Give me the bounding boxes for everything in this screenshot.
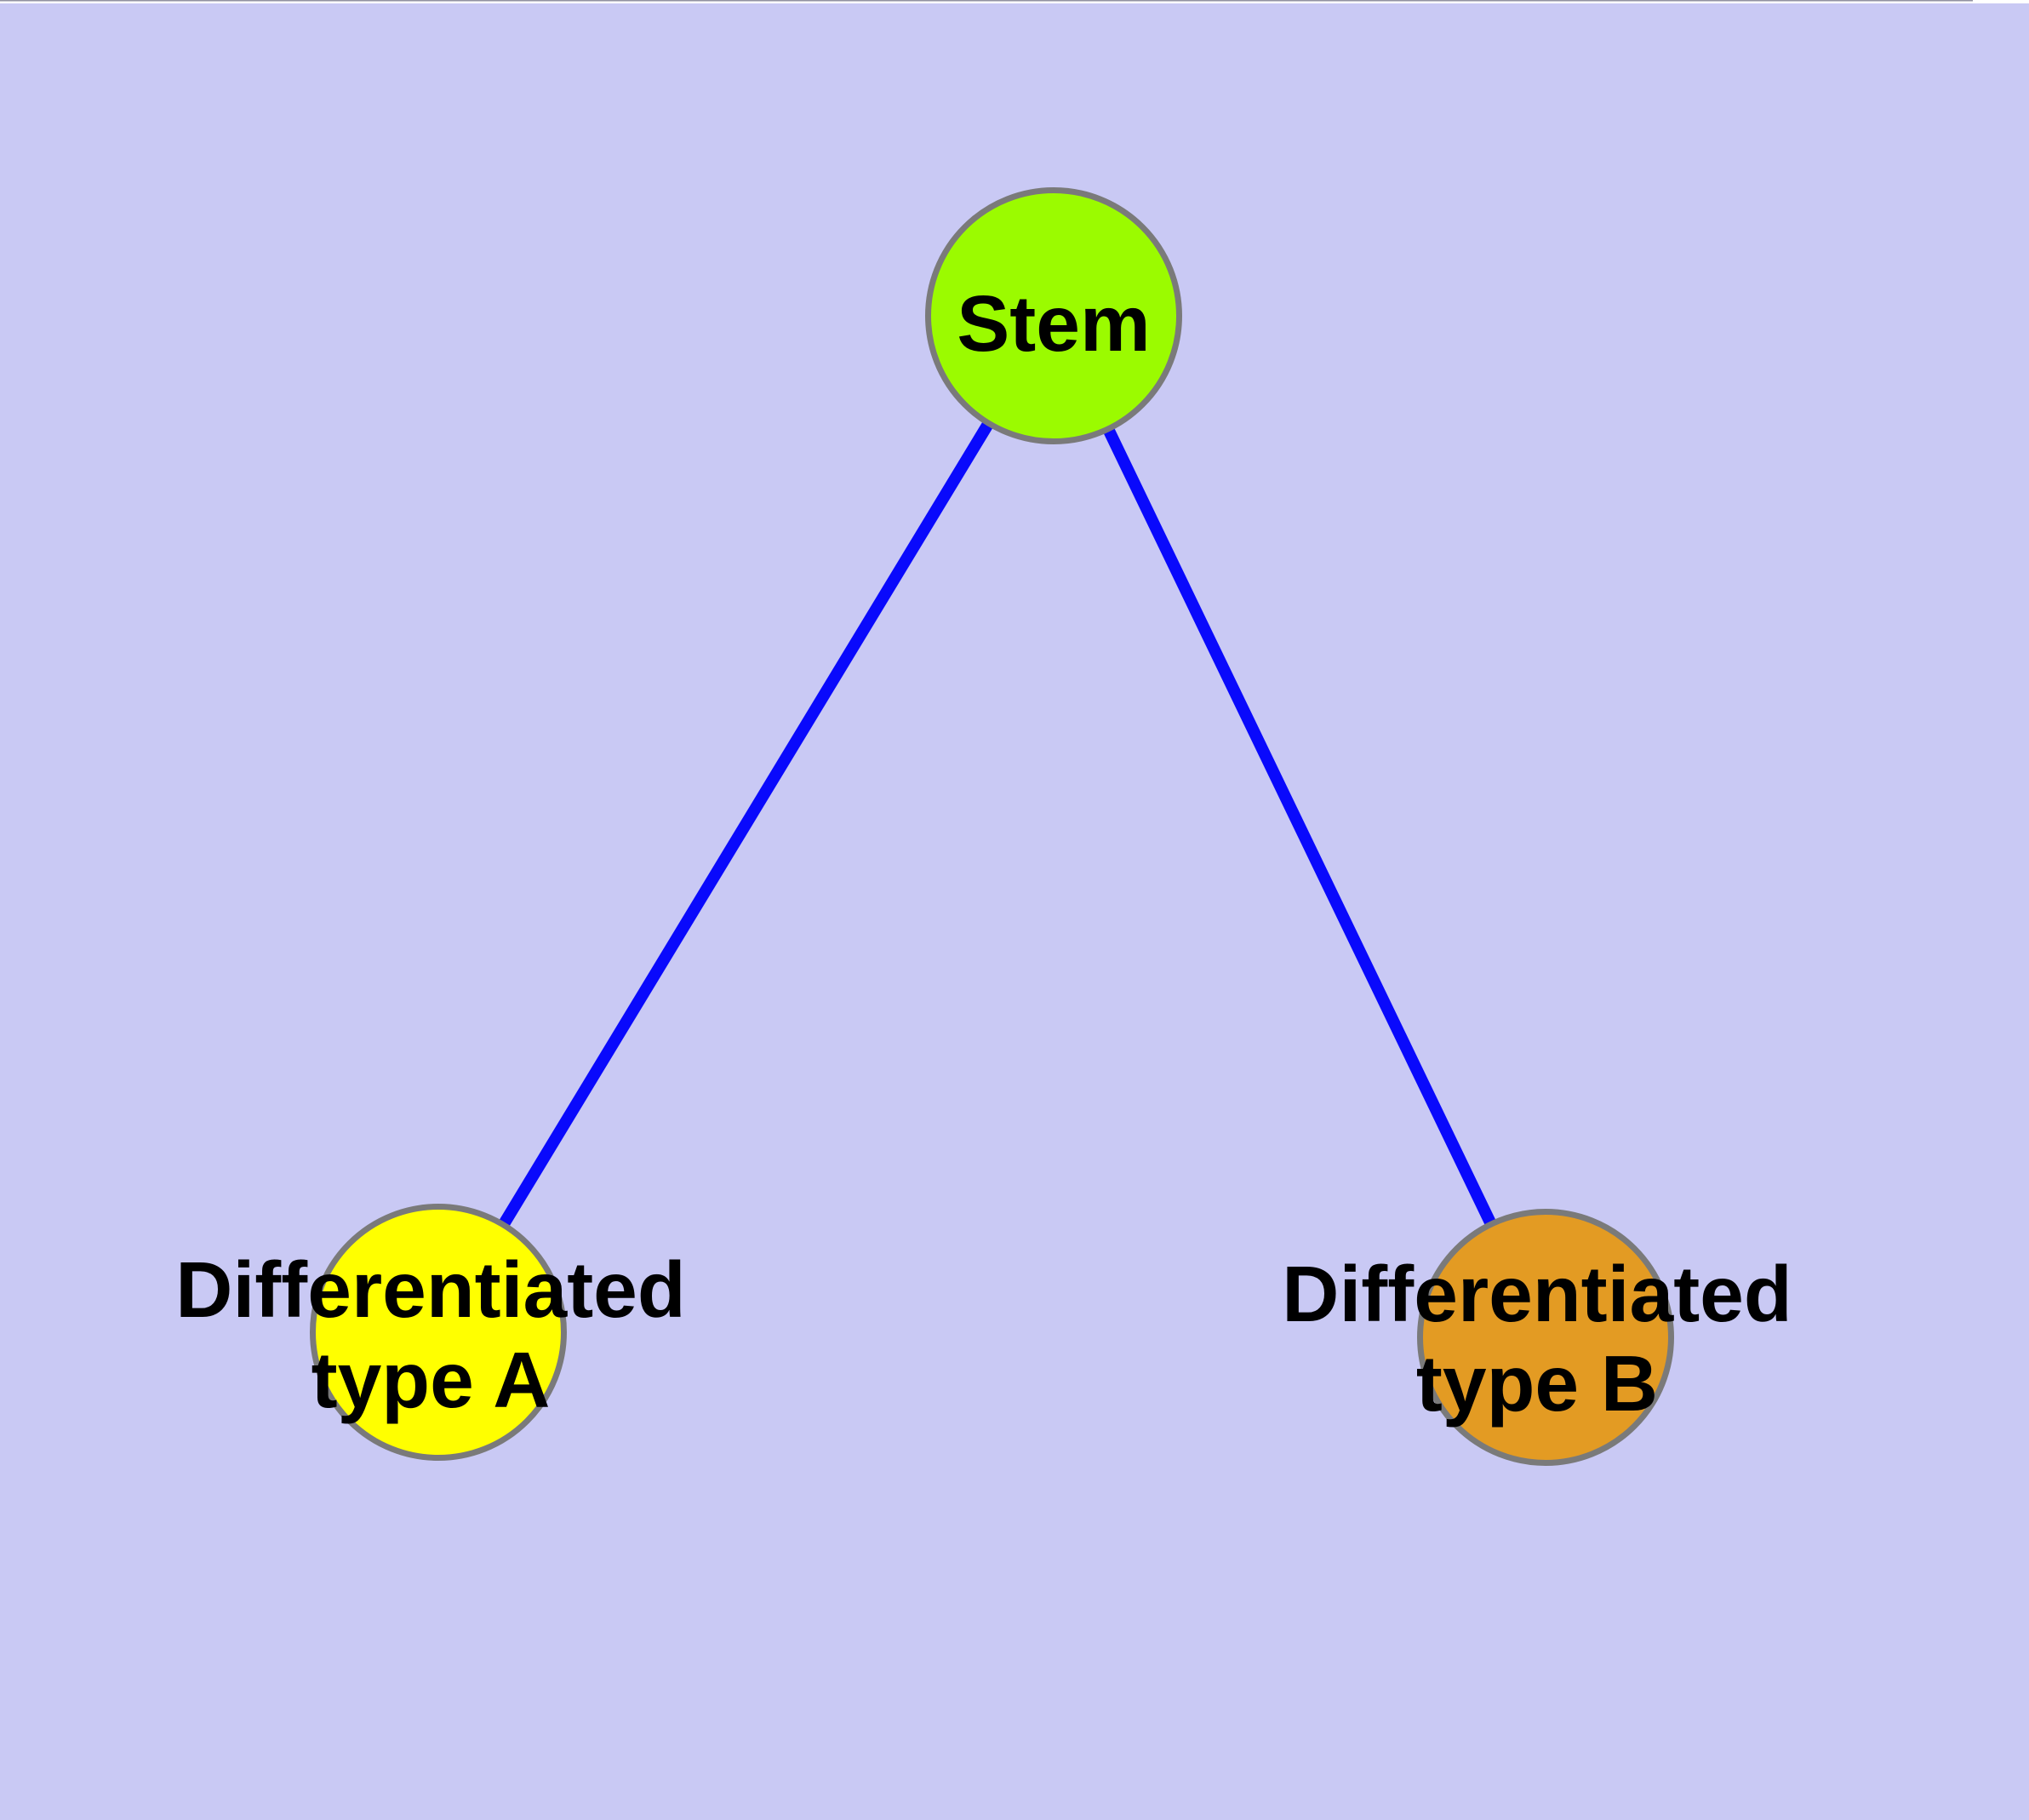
- node-differentiated-type-a: [310, 1204, 567, 1461]
- node-type-a-label-line1: Differentiated: [175, 1245, 685, 1334]
- node-stem: [925, 187, 1182, 444]
- edge-stem-to-type-a: [433, 312, 1059, 1336]
- node-differentiated-type-b: [1417, 1209, 1674, 1466]
- top-margin-strip: [0, 0, 2029, 3]
- node-type-b-label-line2: type B: [1416, 1339, 1658, 1428]
- node-type-b-label-line1: Differentiated: [1282, 1250, 1792, 1338]
- node-type-a-label-line2: type A: [311, 1336, 551, 1424]
- edge-stem-to-type-b: [1048, 312, 1552, 1341]
- node-stem-label: Stem: [957, 279, 1150, 368]
